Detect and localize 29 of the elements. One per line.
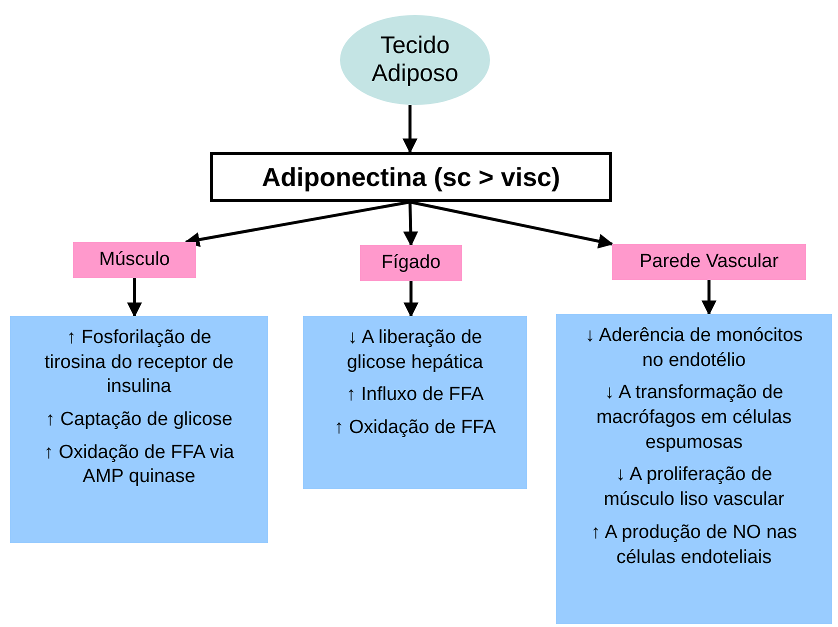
process-box	[210, 152, 612, 202]
effects-box	[556, 314, 832, 624]
effect-text: ↑ Influxo de FFA	[346, 383, 484, 408]
effects-box	[303, 316, 527, 489]
arrow	[410, 200, 614, 249]
organ-label-box	[360, 245, 462, 281]
node-title: Tecido Adiposo	[370, 32, 460, 88]
organ-label-box	[612, 244, 806, 280]
arrow	[402, 105, 418, 154]
arrow	[184, 200, 410, 247]
effect-text: ↑ A produção de NO nas células endoteliais	[590, 520, 798, 570]
effect-text: ↑ Fosforilação de tirosina do receptor de insulina	[43, 326, 235, 400]
arrow	[702, 280, 716, 316]
arrow	[404, 281, 418, 318]
effects-box	[10, 316, 268, 543]
effect-text: ↓ Aderência de monócitos no endotélio	[584, 324, 804, 373]
arrow	[403, 202, 418, 246]
organ-name: Músculo	[99, 249, 170, 271]
organ-name: Fígado	[381, 252, 441, 274]
arrow	[127, 278, 142, 318]
effect-text: ↑ Oxidação de FFA via AMP quinase	[42, 440, 236, 490]
effect-text: ↑ Captação de glicose	[46, 408, 232, 432]
effect-text: ↑ Oxidação de FFA	[334, 416, 496, 440]
organ-name: Parede Vascular	[639, 251, 779, 273]
effect-text: ↓ A liberação de glicose hepática	[346, 326, 484, 375]
effect-text: ↓ A proliferação de músculo liso vascular	[602, 463, 786, 512]
effect-text: ↓ A transformação de macrófagos em células espumosas	[595, 381, 793, 455]
node-title: Adiponectina (sc > visc)	[262, 162, 560, 192]
organ-label-box	[73, 242, 196, 278]
